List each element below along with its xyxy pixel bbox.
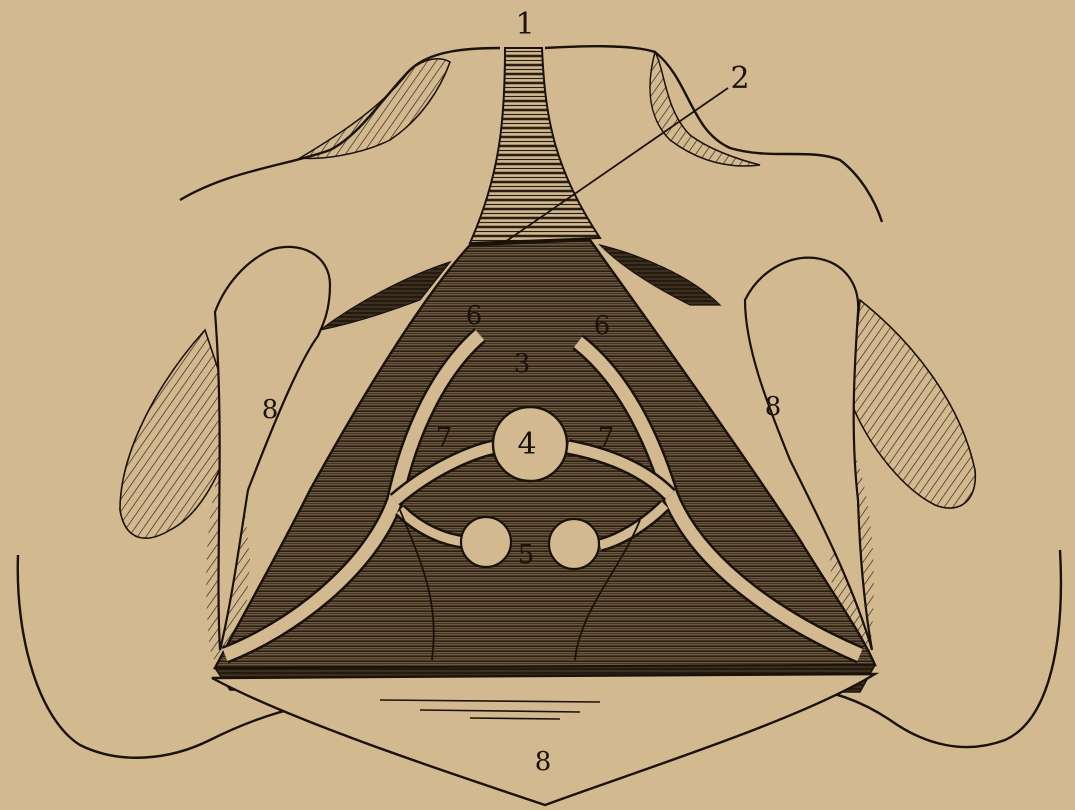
label-6-left: 6 <box>466 301 483 331</box>
left-small-opening <box>461 517 511 567</box>
label-4: 4 <box>517 427 536 462</box>
label-8-bottom: 8 <box>535 747 552 777</box>
label-8-left: 8 <box>262 395 279 425</box>
label-6-right: 6 <box>594 311 611 341</box>
label-7-left: 7 <box>436 423 453 453</box>
label-1: 1 <box>515 7 534 42</box>
label-8-right: 8 <box>765 392 782 422</box>
label-3: 3 <box>514 349 531 379</box>
label-2: 2 <box>730 61 749 96</box>
label-7-right: 7 <box>598 423 615 453</box>
right-small-opening <box>549 519 599 569</box>
label-5: 5 <box>518 540 535 570</box>
